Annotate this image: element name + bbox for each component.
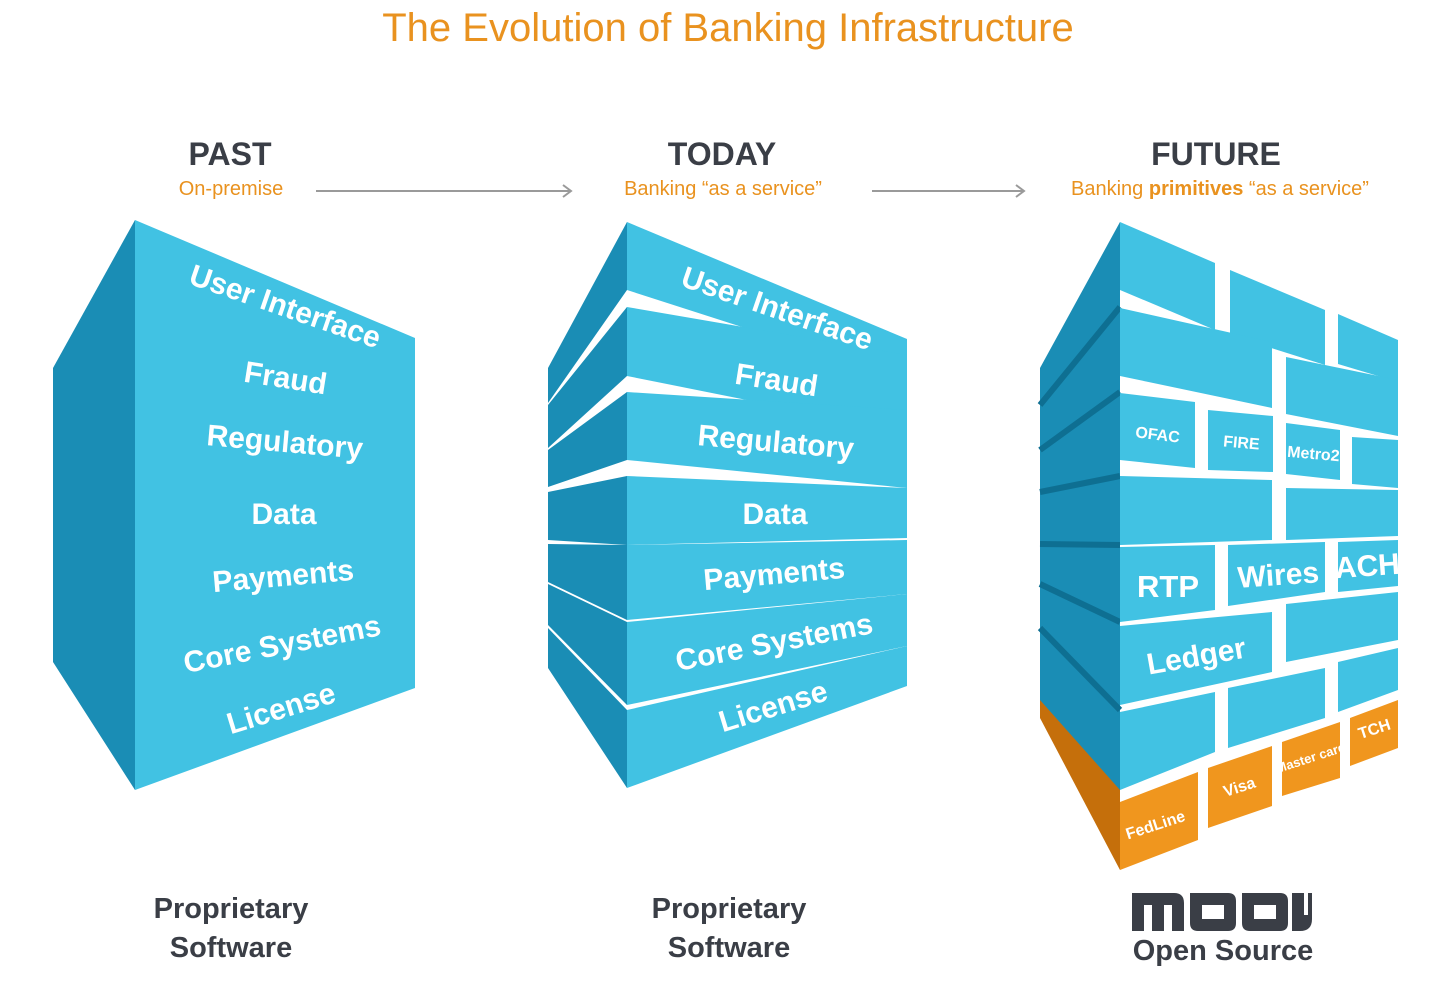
arrow-past-to-today [316, 184, 573, 198]
arrow-today-to-future [872, 184, 1026, 198]
past-monolith-front [135, 220, 415, 790]
primitive-fire: FIRE [1222, 433, 1260, 453]
heading-today: TODAY [667, 136, 777, 172]
subtitle-future-bold: primitives [1148, 178, 1244, 200]
heading-future: FUTURE [1151, 136, 1281, 172]
today-layer-data: Data [742, 498, 807, 531]
subtitle-future: Banking primitives “as a service” [1010, 178, 1430, 201]
footer-today-line2: Software [667, 932, 791, 964]
future-side [1040, 222, 1120, 790]
footer-today-line1: Proprietary [651, 893, 807, 925]
footer-past: Proprietary Software [81, 890, 381, 968]
moov-logo [1132, 893, 1312, 931]
primitive-ach: ACH [1334, 548, 1401, 585]
primitive-rtp: RTP [1137, 569, 1199, 604]
primitive-ofac: OFAC [1134, 424, 1181, 446]
diagram-title: The Evolution of Banking Infrastructure [382, 6, 1074, 50]
subtitle-past: On-premise [178, 178, 284, 200]
subtitle-future-post: “as a service” [1243, 178, 1369, 200]
primitive-metro2: Metro2 [1287, 444, 1341, 466]
primitive-wires: Wires [1237, 556, 1321, 595]
footer-past-line1: Proprietary [153, 893, 309, 925]
today-stack: User Interface Fraud Regulatory Data Pay… [548, 222, 907, 788]
footer-future: Open Source [1132, 935, 1314, 967]
footer-past-line2: Software [169, 932, 293, 964]
past-monolith: User Interface Fraud Regulatory Data Pay… [53, 220, 415, 790]
subtitle-today: Banking “as a service” [624, 178, 822, 200]
heading-past: PAST [188, 136, 272, 172]
past-monolith-side [53, 220, 135, 790]
footer-today: Proprietary Software [579, 890, 879, 968]
past-layer-data: Data [251, 498, 316, 531]
subtitle-future-pre: Banking [1071, 178, 1149, 200]
